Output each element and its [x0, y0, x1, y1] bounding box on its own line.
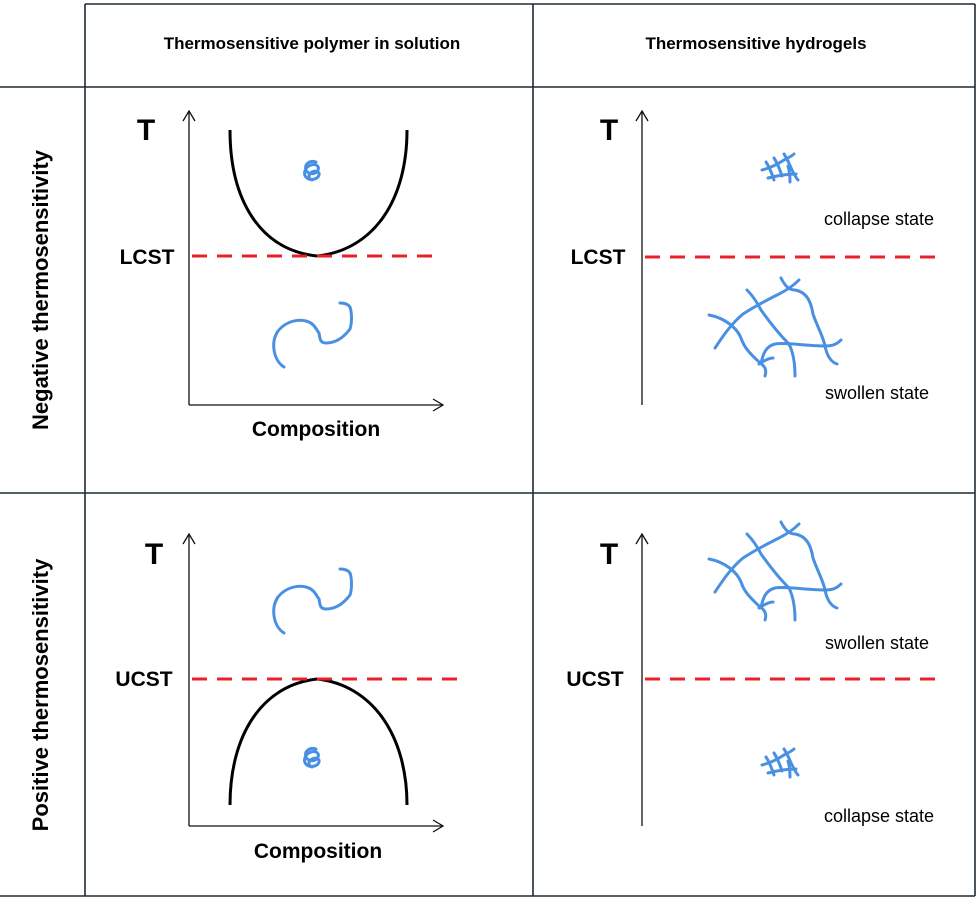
- y-axis-label: T: [137, 114, 155, 147]
- phase-boundary-curve: [228, 129, 409, 258]
- lower-state-label: collapse state: [824, 806, 934, 826]
- collapsed-network-icon: [760, 747, 800, 779]
- upper-state-label: swollen state: [825, 633, 929, 653]
- column-header-solution: Thermosensitive polymer in solution: [164, 34, 461, 53]
- x-axis-label: Composition: [252, 418, 380, 441]
- y-axis-arrow-icon: [182, 109, 196, 122]
- collapsed-network-icon: [760, 152, 800, 184]
- row-header-positive: Positive thermosensitivity: [28, 558, 53, 831]
- panel-negative-solution: T Composition LCST: [120, 109, 445, 441]
- ucst-label: UCST: [115, 668, 172, 691]
- panel-positive-hydrogel: T UCST swollen state collapse state: [566, 520, 940, 826]
- upper-state-label: collapse state: [824, 209, 934, 229]
- y-axis-arrow-icon: [635, 532, 649, 545]
- table-grid: [0, 3, 976, 897]
- y-axis-arrow-icon: [635, 109, 649, 122]
- phase-boundary-curve: [228, 677, 409, 806]
- lcst-label: LCST: [571, 246, 626, 269]
- extended-chain-icon: [272, 301, 353, 369]
- column-header-hydrogels: Thermosensitive hydrogels: [645, 34, 866, 53]
- y-axis-label: T: [600, 538, 618, 571]
- panel-negative-hydrogel: T LCST collapse state swollen state: [571, 109, 940, 405]
- y-axis-label: T: [600, 114, 618, 147]
- row-header-negative: Negative thermosensitivity: [28, 149, 53, 430]
- x-axis-label: Composition: [254, 840, 382, 863]
- x-axis-arrow-icon: [432, 398, 445, 412]
- extended-chain-icon: [272, 567, 353, 635]
- y-axis-arrow-icon: [182, 532, 196, 545]
- y-axis-label: T: [145, 538, 163, 571]
- panel-positive-solution: T Composition UCST: [115, 532, 460, 863]
- collapsed-coil-icon: [303, 159, 321, 182]
- lcst-label: LCST: [120, 246, 175, 269]
- lower-state-label: swollen state: [825, 383, 929, 403]
- swollen-network-icon: [707, 520, 843, 622]
- swollen-network-icon: [707, 276, 843, 378]
- x-axis-arrow-icon: [432, 819, 445, 833]
- collapsed-coil-icon: [303, 746, 321, 769]
- ucst-label: UCST: [566, 668, 623, 691]
